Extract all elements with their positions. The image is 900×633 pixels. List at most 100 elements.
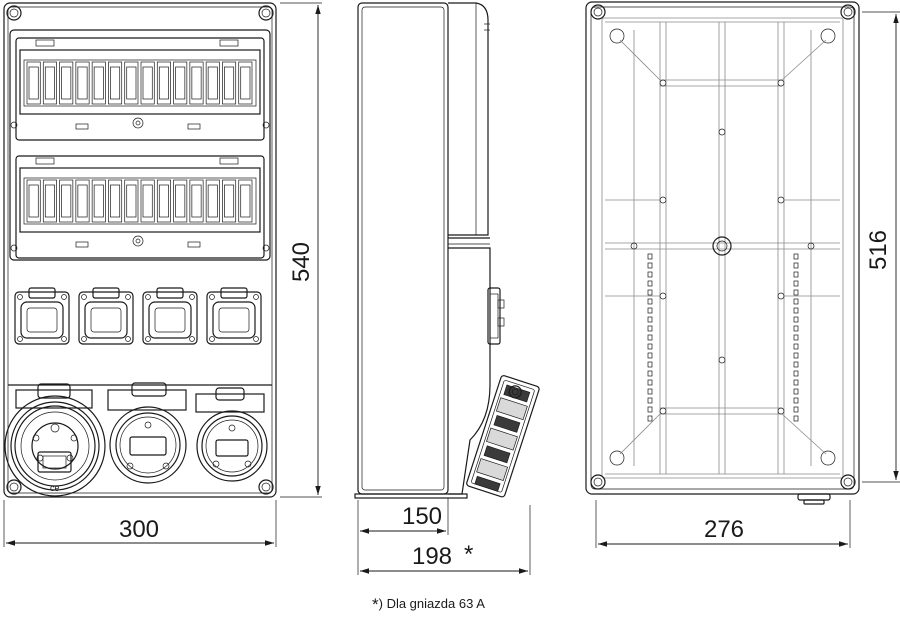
slot (793, 334, 799, 341)
side-depth-marker: * (464, 541, 473, 568)
breaker-module (91, 61, 106, 105)
back-dimensions: 276 516 (595, 11, 900, 548)
mounting-point (630, 242, 638, 250)
corner-screws (6, 5, 274, 495)
mounting-point (659, 407, 667, 415)
breaker-module (173, 61, 188, 105)
breaker-row-1 (15, 37, 265, 141)
back-view (585, 1, 860, 505)
front-width-label: 300 (119, 516, 159, 543)
slot (647, 361, 653, 368)
breaker-module (124, 61, 139, 105)
breaker-module (205, 61, 220, 105)
breaker-module (173, 179, 188, 223)
slot (793, 361, 799, 368)
breaker-module (222, 61, 237, 105)
slot (793, 316, 799, 323)
transparent-lid (9, 29, 271, 261)
back-height-label: 516 (865, 230, 892, 270)
mounting-point (777, 196, 785, 204)
large-sockets: ce (4, 382, 272, 497)
slot (793, 253, 799, 260)
large-socket-63a: ce (4, 383, 106, 497)
slot (647, 370, 653, 377)
small-socket (78, 287, 134, 345)
breaker-module (91, 179, 106, 223)
mounting-point (659, 196, 667, 204)
side-socket-63a (466, 375, 540, 498)
slot (647, 298, 653, 305)
slot (647, 388, 653, 395)
slot (793, 262, 799, 269)
breaker-module (108, 179, 123, 223)
slot (793, 280, 799, 287)
back-corner-screws (590, 4, 856, 490)
slot (793, 307, 799, 314)
footnote: *) Dla gniazda 63 A (372, 595, 485, 615)
slot (647, 397, 653, 404)
slot (647, 307, 653, 314)
breaker-module (140, 179, 155, 223)
slot (793, 397, 799, 404)
side-view (354, 2, 540, 499)
small-socket (14, 287, 70, 345)
large-socket-32a (107, 382, 187, 484)
slot (647, 325, 653, 332)
slot (793, 298, 799, 305)
breaker-module (156, 179, 171, 223)
side-lower-panel (448, 247, 491, 495)
slot (647, 253, 653, 260)
slot (793, 271, 799, 278)
slot (793, 352, 799, 359)
center-mount-hole (712, 236, 732, 256)
footnote-marker: * (372, 595, 379, 614)
slot (793, 370, 799, 377)
back-slot-rows (647, 253, 799, 422)
breaker-module (124, 179, 139, 223)
breaker-module (108, 61, 123, 105)
slot (793, 415, 799, 422)
side-lid (448, 2, 489, 236)
slot (647, 271, 653, 278)
breaker-module (26, 179, 41, 223)
mounting-point (659, 292, 667, 300)
breaker-module (222, 179, 237, 223)
small-socket (206, 287, 262, 345)
mounting-point (777, 292, 785, 300)
slot (647, 316, 653, 323)
front-dimensions: 300 540 (3, 2, 322, 547)
slot (647, 334, 653, 341)
side-depth-label: 150 (402, 503, 442, 530)
breaker-module (189, 61, 204, 105)
breaker-module (75, 179, 90, 223)
breaker-module (205, 179, 220, 223)
footnote-text: ) Dla gniazda 63 A (378, 596, 485, 611)
side-depth-with-socket-label: 198 (412, 543, 452, 570)
small-socket (142, 287, 198, 345)
breaker-module (189, 179, 204, 223)
breaker-module (238, 179, 253, 223)
mounting-point (807, 242, 815, 250)
slot (647, 379, 653, 386)
slot (647, 262, 653, 269)
breaker-module (59, 179, 74, 223)
slot (647, 406, 653, 413)
back-width-label: 276 (704, 516, 744, 543)
mounting-point (718, 356, 726, 364)
breaker-module (140, 61, 155, 105)
slot (647, 415, 653, 422)
breaker-module (59, 61, 74, 105)
mounting-point (777, 407, 785, 415)
front-enclosure-outline (3, 2, 277, 498)
side-body-outline (357, 2, 449, 495)
breaker-module (238, 61, 253, 105)
slot (793, 406, 799, 413)
slot (647, 352, 653, 359)
slot (793, 343, 799, 350)
breaker-module (26, 61, 41, 105)
large-socket-16a (195, 387, 268, 482)
breaker-module (75, 61, 90, 105)
slot (793, 289, 799, 296)
breaker-module (42, 61, 57, 105)
